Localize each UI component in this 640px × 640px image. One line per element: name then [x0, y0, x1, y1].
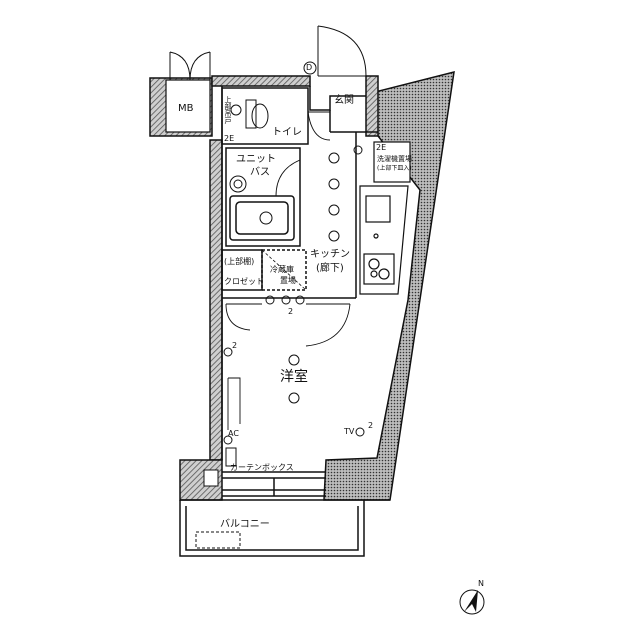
interior-doors	[225, 111, 351, 430]
annotation-ac: AC	[228, 429, 239, 438]
annotation-outlet-2e-b: 2E	[376, 143, 387, 152]
room-label-balcony: バルコニー	[220, 519, 270, 530]
exterior-walls	[149, 70, 455, 501]
washer-area	[373, 141, 411, 183]
annotation-washer-1: 洗濯機置場	[377, 155, 412, 163]
annotation-outlet-2-a: 2	[288, 307, 294, 316]
top-wall	[211, 75, 311, 87]
ceiling-lights	[223, 145, 365, 445]
annotation-compass: N	[478, 579, 484, 588]
stove	[363, 253, 395, 285]
fridge-box	[261, 249, 307, 291]
annotation-outlet-2e-a: 2E	[224, 134, 235, 143]
ac-unit	[225, 447, 237, 467]
bath-room	[225, 147, 301, 247]
annotation-washer-2: (上部下皿入)	[377, 165, 412, 172]
left-wall	[209, 139, 223, 461]
room-label-western: 洋室	[280, 369, 308, 385]
annotation-outlet-2-b: 2	[232, 341, 238, 350]
room-label-kitchen-1: キッチン	[310, 249, 350, 260]
annotation-fridge-1: 冷蔵庫	[270, 265, 294, 274]
toilet-room	[221, 87, 309, 145]
room-label-closet: クロゼット	[224, 277, 264, 286]
annotation-upper-shelf: (上部棚)	[224, 257, 255, 266]
toilet-fixture	[230, 99, 269, 129]
room-label-mb: MB	[178, 103, 194, 114]
room-label-unit-bath-2: バス	[250, 167, 270, 178]
balcony	[179, 499, 390, 557]
interior-walls	[221, 86, 378, 497]
room-label-entrance: 玄関	[334, 95, 354, 106]
top-wall-right	[365, 75, 379, 137]
annotation-toilet-shelf: 上部吊戸	[224, 96, 232, 124]
room-label-kitchen-2: (廊下)	[316, 263, 344, 274]
mb-doors	[169, 51, 211, 81]
room-label-curtain-box: カーテンボックス	[230, 463, 294, 472]
small-box	[203, 469, 219, 487]
annotation-fridge-2: 置場	[280, 276, 296, 285]
sink	[365, 195, 391, 223]
door-marker-icon	[303, 61, 317, 75]
annotation-door-mark: D	[306, 63, 313, 72]
annotation-outlet-2-c: 2	[368, 421, 374, 430]
annotation-tv: TV	[344, 427, 355, 436]
room-label-toilet: トイレ	[272, 127, 302, 138]
bathtub	[229, 195, 295, 241]
kitchen-counter	[359, 185, 409, 295]
room-label-unit-bath-1: ユニット	[236, 154, 276, 165]
entrance-door	[317, 25, 367, 77]
bath-sink	[229, 175, 273, 225]
compass-icon	[459, 589, 485, 615]
